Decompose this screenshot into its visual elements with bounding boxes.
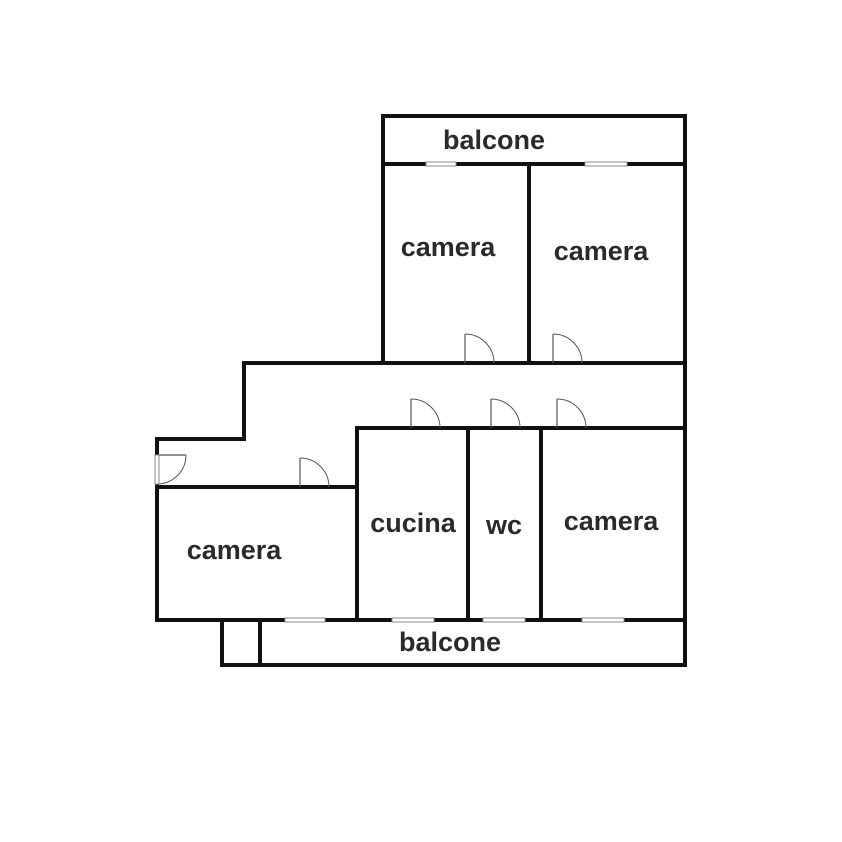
door-camera-right	[556, 398, 587, 429]
window-wc	[482, 617, 526, 623]
label-camera-left: camera	[187, 535, 283, 565]
wall-corridor-top	[155, 361, 687, 622]
label-cucina: cucina	[370, 508, 457, 538]
wall-bottom-balcony	[220, 616, 687, 667]
door-entrance	[154, 454, 187, 485]
label-wc: wc	[485, 510, 522, 540]
openings	[284, 161, 628, 623]
label-camera-top-left: camera	[401, 232, 497, 262]
label-balcone-bottom: balcone	[399, 627, 501, 657]
wall-upper-outline	[381, 114, 687, 620]
room-labels: balcone camera camera camera cucina wc c…	[187, 125, 660, 657]
window-right-bedroom	[581, 617, 625, 623]
window-top-right	[584, 161, 628, 167]
label-balcone-top: balcone	[443, 125, 545, 155]
window-left-bedroom	[284, 617, 326, 623]
door-wc	[490, 398, 521, 429]
door-camera-top-right	[552, 333, 583, 364]
window-top-left	[425, 161, 457, 167]
label-camera-right: camera	[564, 506, 660, 536]
door-cucina	[410, 398, 441, 429]
doors	[154, 333, 587, 488]
door-camera-top-left	[464, 333, 495, 364]
window-kitchen	[391, 617, 435, 623]
label-camera-top-right: camera	[554, 236, 650, 266]
door-camera-left	[299, 457, 330, 488]
walls	[155, 114, 687, 667]
